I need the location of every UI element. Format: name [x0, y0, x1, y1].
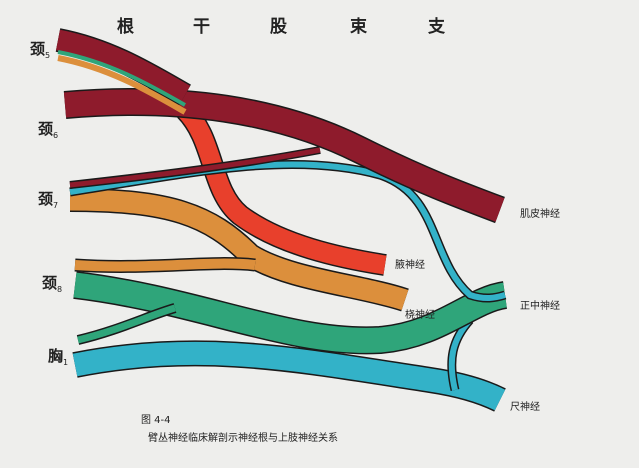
header-root: 根	[117, 17, 134, 37]
header-division: 股	[270, 17, 287, 37]
figure-number: 图 4-4	[141, 415, 171, 426]
nerve-label-musculocutaneous: 肌皮神经	[520, 209, 560, 220]
figure-caption: 臂丛神经临床解剖示神经根与上肢神经关系	[148, 433, 338, 444]
nerve-label-ulnar: 尺神经	[510, 402, 540, 413]
header-cord: 束	[350, 17, 367, 37]
nerve-label-radial: 桡神经	[405, 310, 435, 321]
nerve-label-median: 正中神经	[520, 301, 560, 312]
root-label-c6: 颈6	[38, 120, 59, 140]
header-trunk: 干	[193, 17, 210, 37]
header-branch: 支	[428, 17, 445, 37]
root-label-c7: 颈7	[38, 190, 59, 210]
root-label-c5: 颈5	[30, 40, 51, 60]
root-label-c8: 颈8	[42, 274, 63, 294]
root-label-t1: 胸1	[48, 347, 69, 367]
nerve-label-axillary: 腋神经	[395, 260, 425, 271]
